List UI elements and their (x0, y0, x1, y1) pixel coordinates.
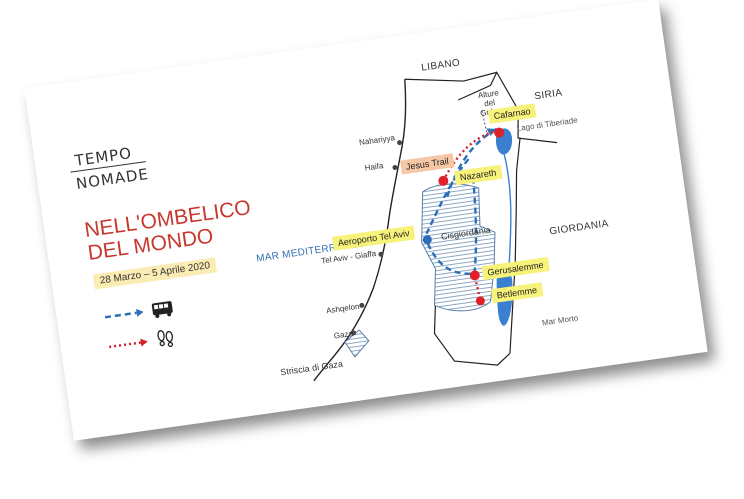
bus-route-jerusalem-nazareth (471, 176, 478, 274)
city-dot-haifa (392, 164, 398, 170)
legend-walk-graphic (108, 330, 174, 349)
bus-route-nazareth-cafarnao (444, 127, 498, 201)
stop-marker-cafarnao (494, 127, 505, 138)
stop-marker-airport (422, 235, 432, 245)
stop-marker-bethlehem (475, 296, 485, 306)
city-dot-nahariyya (397, 140, 403, 146)
bus-icon (151, 301, 173, 318)
coastline (313, 79, 407, 382)
bus-route-airport-nazareth (425, 158, 470, 235)
walk-route-jesus-trail (442, 129, 498, 182)
syria-border (457, 71, 558, 144)
jordan-border (509, 137, 521, 354)
legend-bus-arrow (136, 308, 144, 317)
legend-bus-graphic (104, 301, 173, 319)
legend-walk (108, 323, 200, 359)
city-dot-ashqelon (359, 302, 365, 308)
city-dot-telaviv (378, 251, 384, 257)
stop-marker-nazareth (438, 175, 449, 186)
lebanon-border (404, 71, 497, 82)
poster-card: TEMPO NOMADE NELL'OMBELICO DEL MONDO 28 … (24, 0, 708, 441)
legend-walk-line (108, 341, 142, 349)
golan-line (481, 110, 489, 137)
footprints-icon (157, 330, 174, 348)
legend-walk-arrow (140, 338, 148, 347)
stop-marker-jerusalem (469, 270, 480, 281)
bus-route-airport-jerusalem (426, 243, 473, 275)
legend-bus-line (104, 311, 137, 319)
map (313, 71, 558, 382)
city-dot-gaza (351, 330, 357, 336)
walk-route-bethlehem (473, 277, 482, 300)
jordan-river (503, 153, 512, 273)
legend-bus (104, 295, 196, 327)
